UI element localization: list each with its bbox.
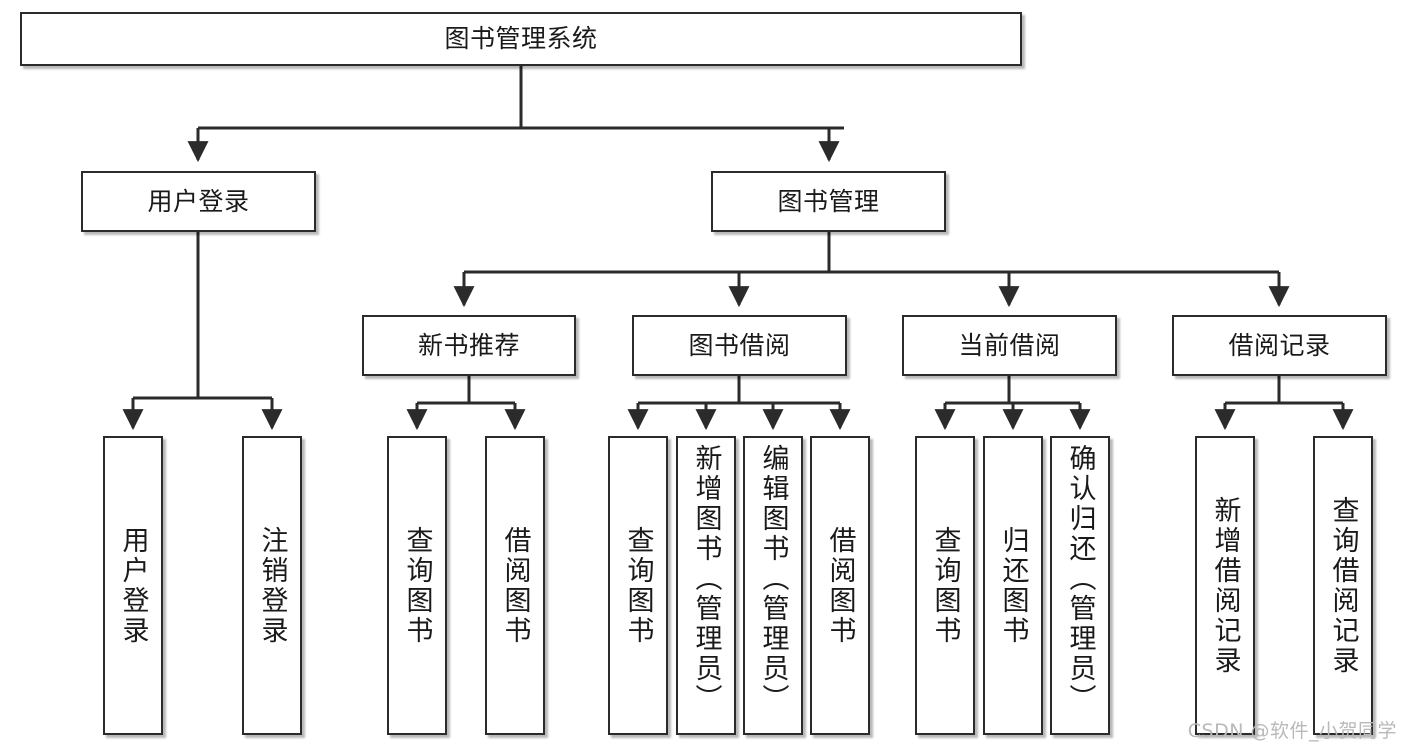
node-root[interactable]: 图书管理系统	[20, 12, 1022, 66]
node-book-borrow[interactable]: 图书借阅	[632, 315, 847, 376]
node-leaf-user-login[interactable]: 用户登录	[103, 436, 163, 735]
node-leaf-query-book-rec[interactable]: 查询图书	[387, 436, 447, 735]
node-current-borrow-label: 当前借阅	[958, 330, 1061, 360]
node-leaf-edit-book-admin-label: 编辑图书（管理员）	[757, 444, 789, 714]
node-leaf-add-borrow-record[interactable]: 新增借阅记录	[1195, 436, 1255, 735]
node-new-book-recommend-label: 新书推荐	[417, 330, 520, 360]
node-leaf-confirm-return-admin[interactable]: 确认归还（管理员）	[1050, 436, 1110, 735]
node-leaf-query-borrow-record-label: 查询借阅记录	[1327, 495, 1359, 676]
node-leaf-add-book-admin[interactable]: 新增图书（管理员）	[676, 436, 736, 735]
node-book-manage-label: 图书管理	[777, 186, 880, 216]
node-user-login[interactable]: 用户登录	[81, 171, 316, 232]
node-leaf-query-book-bor-label: 查询图书	[622, 525, 654, 646]
node-leaf-logout-label: 注销登录	[256, 525, 288, 646]
node-book-manage[interactable]: 图书管理	[711, 171, 946, 232]
node-leaf-borrow-book-bor-label: 借阅图书	[824, 525, 856, 646]
node-leaf-query-book-cur[interactable]: 查询图书	[915, 436, 975, 735]
node-leaf-query-borrow-record[interactable]: 查询借阅记录	[1313, 436, 1373, 735]
node-leaf-logout[interactable]: 注销登录	[242, 436, 302, 735]
node-borrow-records[interactable]: 借阅记录	[1172, 315, 1387, 376]
node-leaf-borrow-book-rec-label: 借阅图书	[499, 525, 531, 646]
node-leaf-query-book-cur-label: 查询图书	[929, 525, 961, 646]
watermark: CSDN @软件_小贺同学	[1187, 720, 1397, 742]
node-leaf-add-borrow-record-label: 新增借阅记录	[1209, 495, 1241, 676]
node-leaf-add-book-admin-label: 新增图书（管理员）	[690, 444, 722, 714]
node-leaf-query-book-rec-label: 查询图书	[401, 525, 433, 646]
node-leaf-borrow-book-rec[interactable]: 借阅图书	[485, 436, 545, 735]
node-leaf-borrow-book-bor[interactable]: 借阅图书	[810, 436, 870, 735]
node-book-borrow-label: 图书借阅	[688, 330, 791, 360]
node-root-label: 图书管理系统	[444, 24, 598, 53]
node-leaf-query-book-bor[interactable]: 查询图书	[608, 436, 668, 735]
node-leaf-user-login-label: 用户登录	[117, 525, 149, 646]
node-new-book-recommend[interactable]: 新书推荐	[362, 315, 576, 376]
node-leaf-edit-book-admin[interactable]: 编辑图书（管理员）	[743, 436, 803, 735]
node-borrow-records-label: 借阅记录	[1228, 330, 1331, 360]
node-leaf-confirm-return-admin-label: 确认归还（管理员）	[1064, 444, 1096, 714]
node-user-login-label: 用户登录	[147, 186, 250, 216]
node-current-borrow[interactable]: 当前借阅	[902, 315, 1117, 376]
node-leaf-return-book-label: 归还图书	[997, 525, 1029, 646]
node-leaf-return-book[interactable]: 归还图书	[983, 436, 1043, 735]
